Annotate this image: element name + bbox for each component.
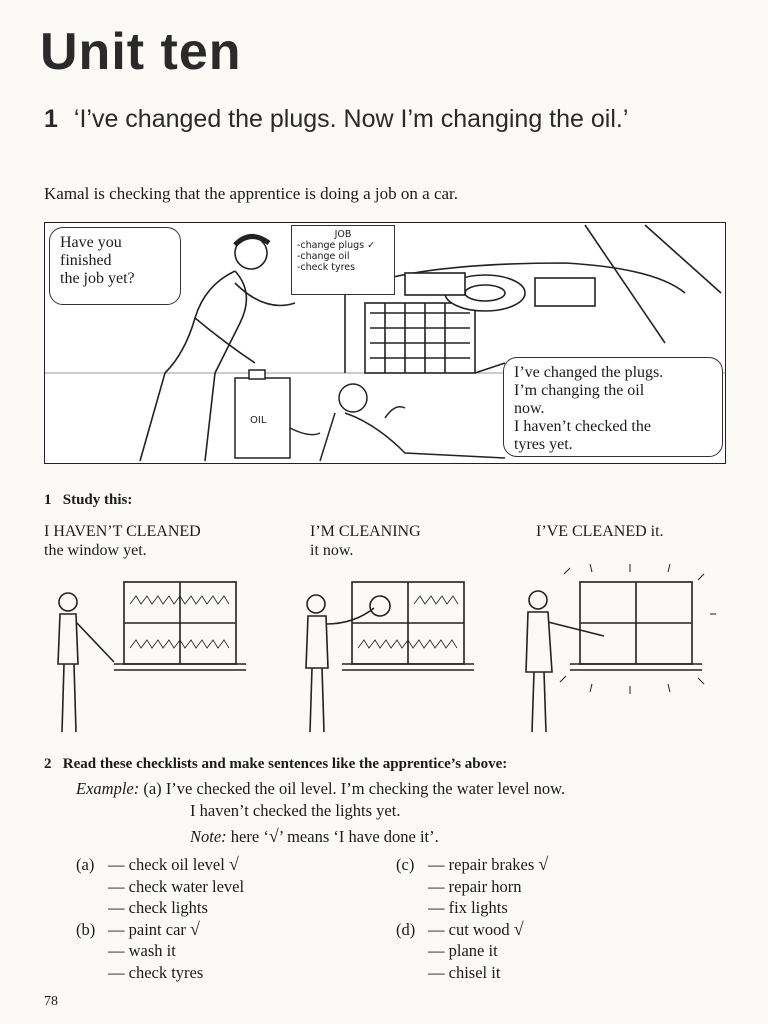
study-heading-text: Study this: — [62, 492, 133, 508]
study-rest: it now. — [310, 542, 354, 559]
exercise-heading: 2 Read these checklists and make sentenc… — [44, 756, 507, 773]
tick-symbol: √ — [228, 854, 239, 874]
checklist-item: — cut wood — [428, 919, 510, 939]
bubble-line: I haven’t checked the — [514, 418, 651, 435]
job-card-item: -change plugs ✓ — [297, 240, 376, 251]
note-label: Note: — [190, 827, 227, 846]
study-col-haven-t: I HAVEN’T CLEANED the window yet. — [44, 522, 201, 560]
bubble-line: I’ve changed the plugs. — [514, 364, 664, 381]
checklist-item: — check lights — [108, 898, 208, 917]
checklist-row: — fix lights — [396, 897, 548, 919]
study-col-cleaned: I’VE CLEANED it. — [536, 522, 664, 541]
example-label: Example: — [76, 779, 140, 798]
example-line-1: Example: (a) I’ve checked the oil level.… — [76, 778, 565, 799]
checklist-row: (c) — repair brakes √ — [396, 854, 548, 876]
page-number: 78 — [44, 994, 58, 1009]
example-tag: (a) — [143, 779, 162, 798]
tick-symbol: √ — [538, 854, 549, 874]
tick-symbol: √ — [513, 918, 524, 939]
checklist-item: — check water level — [108, 876, 245, 896]
checklist-item: — repair brakes — [428, 855, 535, 874]
section-title: 1 ‘I’ve changed the plugs. Now I’m changi… — [44, 104, 724, 134]
job-card-title: JOB — [334, 229, 352, 240]
bubble-line: tyres yet. — [514, 436, 573, 453]
example-sentence: I’ve checked the oil level. I’m checking… — [165, 779, 566, 798]
checklist-row: (b) — paint car √ — [76, 919, 244, 941]
study-caps: I’M CLEANING — [310, 523, 421, 540]
checklist-item: — plane it — [428, 941, 498, 960]
checklist-left: (a) — check oil level √ — check water lev… — [76, 854, 244, 983]
study-caps: I’VE CLEANED — [536, 523, 647, 540]
checklist-right: (c) — repair brakes √ — repair horn — fix… — [396, 854, 548, 983]
job-card-item: -change oil — [297, 251, 350, 262]
tick-symbol: √ — [268, 826, 279, 846]
checklist-label: (b) — [76, 919, 96, 939]
checklist-item: — repair horn — [428, 876, 522, 896]
study-heading: 1 Study this: — [44, 492, 132, 509]
checklist-item: — wash it — [108, 941, 176, 960]
checklist-item: — fix lights — [428, 898, 508, 917]
checklist-row: — check lights — [76, 897, 244, 919]
note-text: here ‘ — [226, 827, 269, 846]
section-number: 1 — [44, 105, 58, 133]
checklist-label: (d) — [396, 919, 416, 939]
checklist-row: — plane it — [396, 940, 548, 962]
study-col-cleaning: I’M CLEANING it now. — [310, 522, 421, 560]
checklist-row: — repair horn — [396, 876, 548, 898]
note-text: ’ means ‘I have done it’. — [278, 827, 439, 846]
window-cleaning-figures — [57, 564, 716, 733]
unit-title: Unit ten — [40, 23, 242, 81]
comic-illustration: OIL — [45, 224, 725, 462]
checklist-row: (a) — check oil level √ — [76, 854, 244, 876]
bubble-line: I’m changing the oil — [514, 382, 645, 399]
bubble-line: the job yet? — [60, 270, 135, 287]
checklist-item: — paint car — [108, 919, 186, 939]
checklist-row: — chisel it — [396, 962, 548, 984]
exercise-number: 2 — [44, 756, 52, 772]
comic-panel: OIL Have you finished the job yet? JO — [44, 222, 726, 464]
job-card: JOB -change plugs ✓ -change oil -check t… — [291, 225, 395, 295]
checklist-label: (a) — [76, 855, 95, 874]
tick-symbol: √ — [190, 918, 200, 939]
figure-clean-window — [525, 564, 716, 733]
example-line-2: I haven’t checked the lights yet. — [190, 801, 401, 820]
exercise-heading-text: Read these checklists and make sentences… — [62, 756, 508, 772]
checklist-row: (d) — cut wood √ — [396, 919, 548, 941]
study-rest: it. — [646, 523, 664, 540]
checklist-item: — chisel it — [428, 962, 501, 982]
section-title-text: ‘I’ve changed the plugs. Now I’m changin… — [73, 105, 629, 133]
checklist-row: — check tyres — [76, 962, 244, 984]
bubble-line: Have you — [60, 234, 122, 251]
intro-text: Kamal is checking that the apprentice is… — [44, 184, 459, 203]
checklist-row: — check water level — [76, 876, 244, 898]
checklist-item: — check tyres — [108, 962, 204, 982]
checklist-row: — wash it — [76, 940, 244, 962]
can-label: OIL — [250, 415, 267, 426]
speech-bubble-apprentice: I’ve changed the plugs. I’m changing the… — [503, 357, 723, 457]
checklist-label: (c) — [396, 855, 415, 874]
study-rest: the window yet. — [44, 542, 147, 559]
figure-dirty-window — [57, 581, 246, 733]
figure-cleaning-window — [305, 581, 474, 733]
study-number: 1 — [44, 492, 52, 508]
note-line: Note: here ‘√’ means ‘I have done it’. — [190, 826, 439, 847]
bubble-line: finished — [60, 252, 112, 269]
speech-bubble-kamal: Have you finished the job yet? — [49, 227, 181, 305]
bubble-line: now. — [514, 400, 545, 417]
study-caps: I HAVEN’T CLEANED — [44, 523, 201, 540]
job-card-item: -check tyres — [297, 262, 356, 273]
checklist-item: — check oil level — [108, 855, 225, 874]
